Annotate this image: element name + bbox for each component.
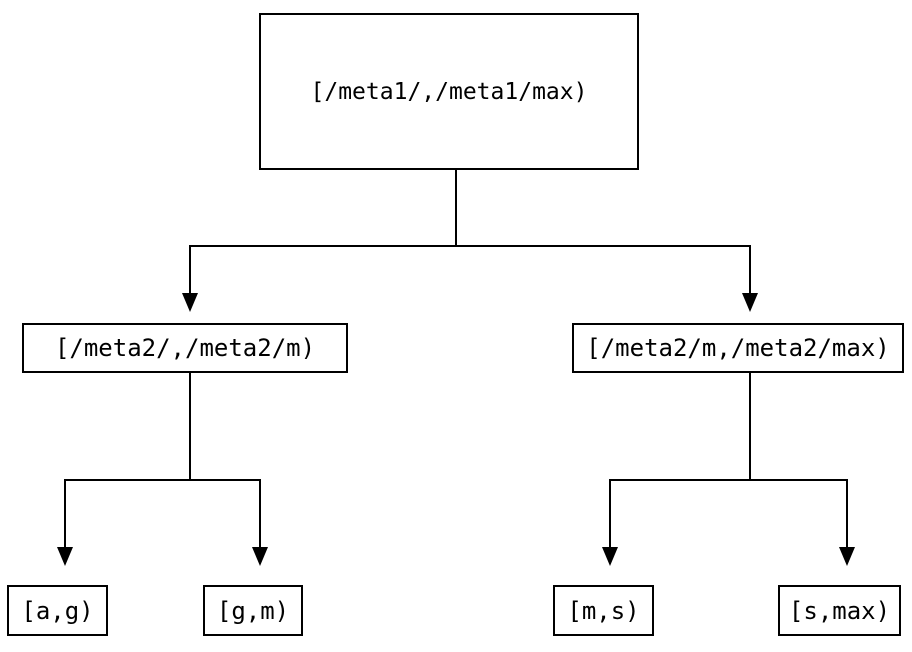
arrowhead-down-icon [839, 547, 855, 566]
node-leaf-ag-label: [a,g) [21, 596, 94, 625]
node-root: [/meta1/,/meta1/max) [259, 13, 639, 170]
node-leaf-ag: [a,g) [7, 585, 108, 636]
edge-right-child-to-leaf-ms [609, 373, 751, 548]
node-leaf-gm: [g,m) [203, 585, 303, 636]
arrowhead-down-icon [182, 293, 198, 312]
edge-left-child-to-leaf-gm [189, 373, 261, 548]
node-left-child-label: [/meta2/,/meta2/m) [54, 334, 316, 362]
edge-left-child-to-leaf-ag [64, 373, 191, 548]
node-root-label: [/meta1/,/meta1/max) [310, 78, 588, 105]
arrowhead-down-icon [602, 547, 618, 566]
edge-root-to-left-child [189, 170, 457, 294]
node-left-child: [/meta2/,/meta2/m) [22, 323, 348, 373]
node-right-child: [/meta2/m,/meta2/max) [572, 323, 904, 373]
node-leaf-gm-label: [g,m) [216, 596, 290, 625]
arrowhead-down-icon [252, 547, 268, 566]
node-leaf-ms-label: [m,s) [567, 596, 640, 625]
edge-right-child-to-leaf-smax [749, 373, 848, 548]
node-right-child-label: [/meta2/m,/meta2/max) [586, 334, 890, 362]
arrowhead-down-icon [57, 547, 73, 566]
node-leaf-smax: [s,max) [778, 585, 901, 636]
node-leaf-ms: [m,s) [553, 585, 654, 636]
node-leaf-smax-label: [s,max) [788, 596, 891, 625]
edge-root-to-right-child [455, 170, 751, 294]
arrowhead-down-icon [742, 293, 758, 312]
